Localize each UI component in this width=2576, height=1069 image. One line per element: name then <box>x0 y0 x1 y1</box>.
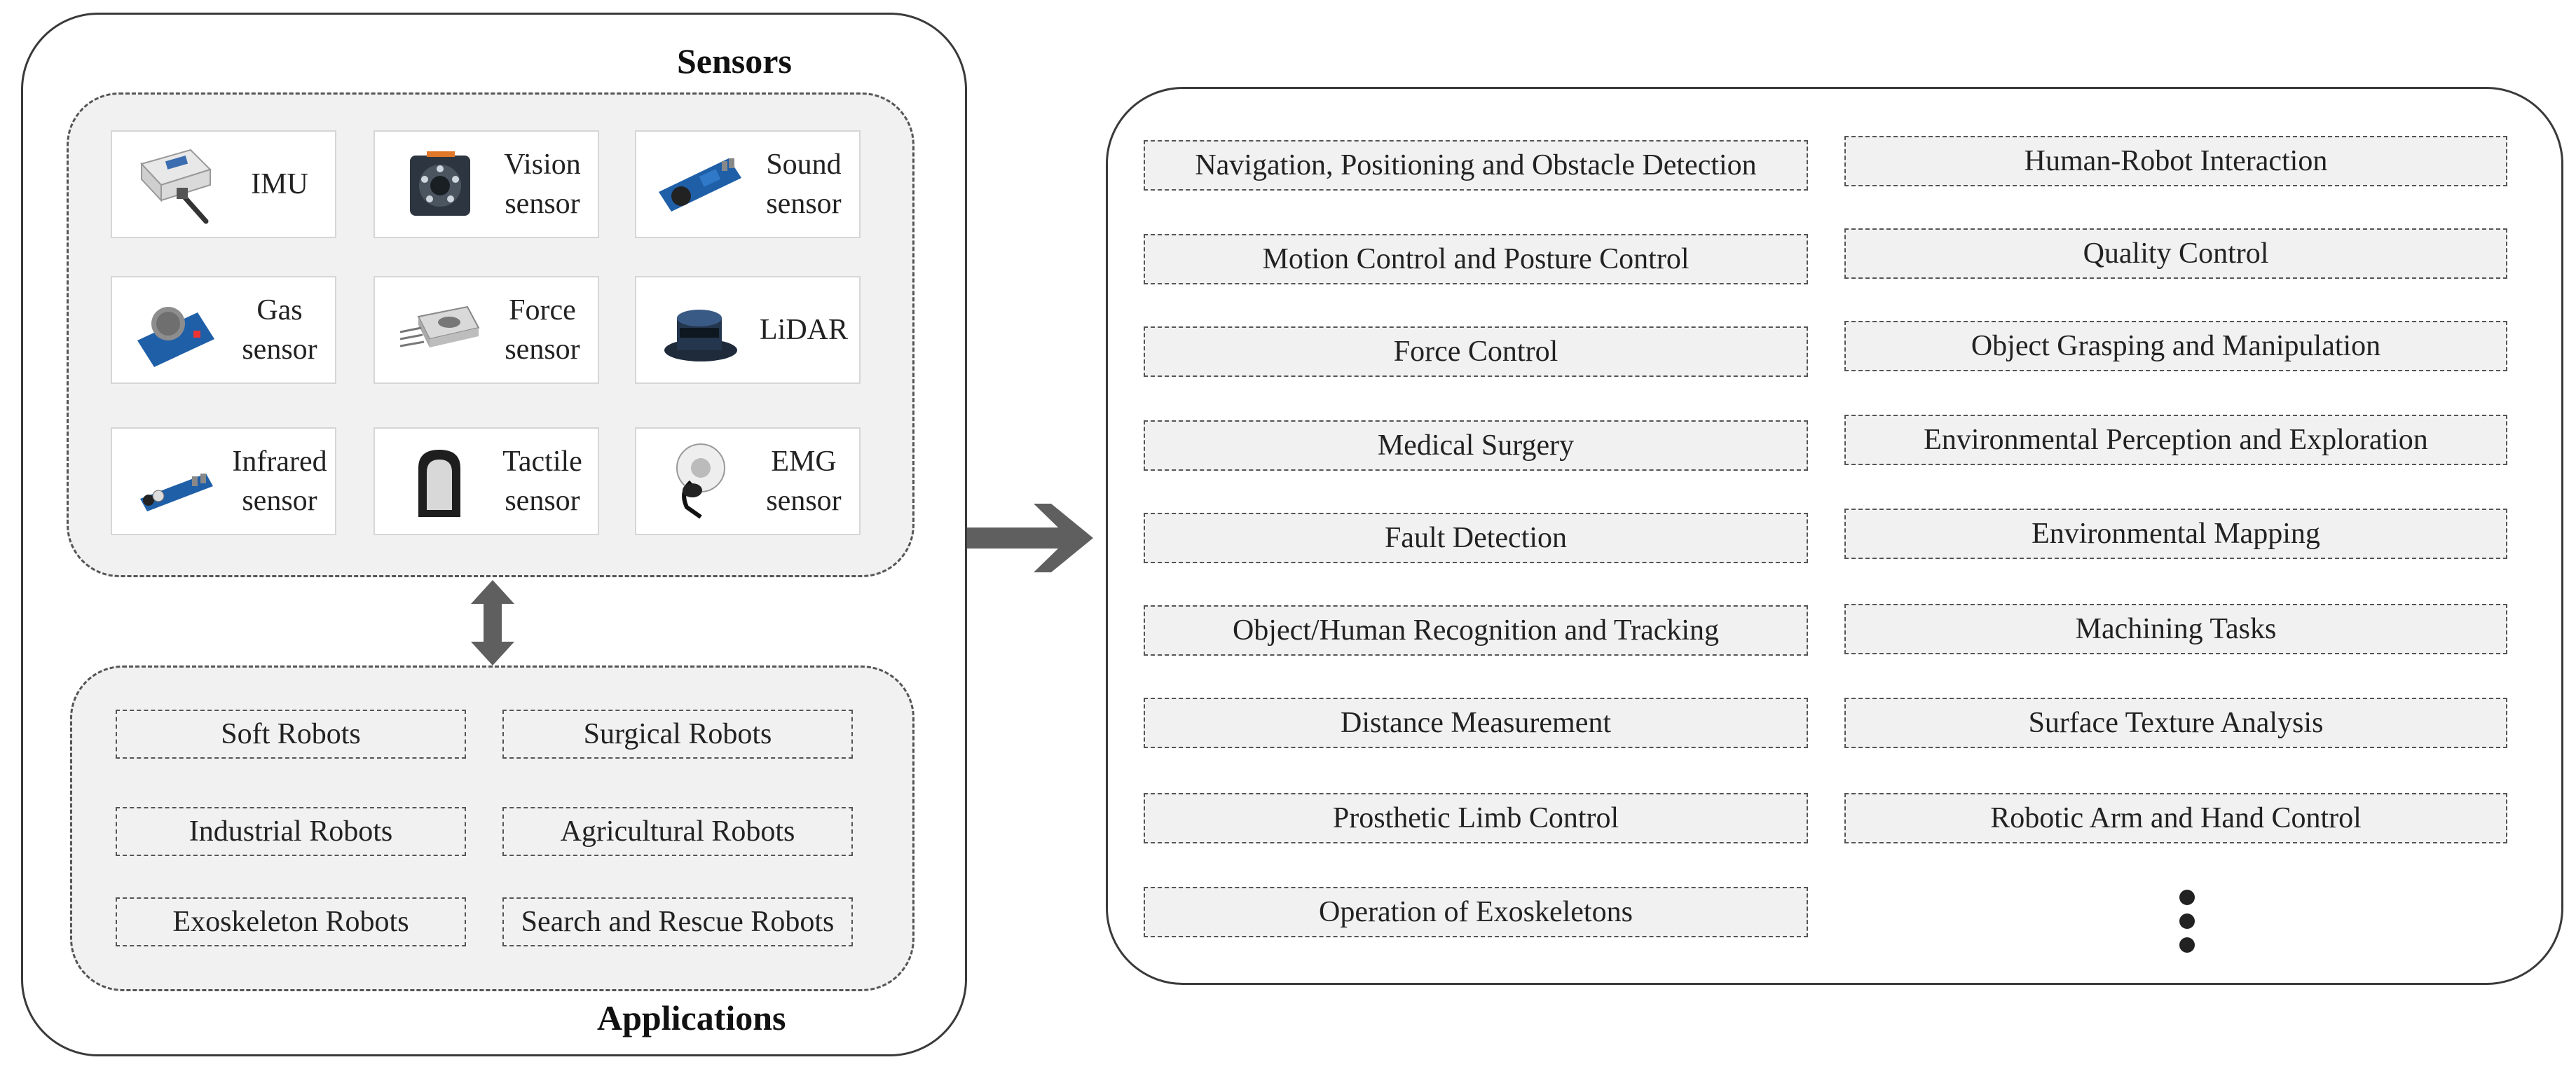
sensors-title: Sensors <box>677 41 792 81</box>
task-item: Object/Human Recognition and Tracking <box>1144 605 1808 656</box>
task-item: Operation of Exoskeletons <box>1144 887 1808 937</box>
task-item: Robotic Arm and Hand Control <box>1844 793 2507 843</box>
camera-icon <box>410 151 470 216</box>
vertical-ellipsis-icon <box>2179 890 2195 953</box>
task-item: Fault Detection <box>1144 513 1808 563</box>
task-item: Object Grasping and Manipulation <box>1844 321 2507 371</box>
robot-type-item: Industrial Robots <box>116 807 466 856</box>
robot-type-item: Soft Robots <box>116 710 466 759</box>
task-item: Navigation, Positioning and Obstacle Det… <box>1144 140 1808 191</box>
task-item: Surface Texture Analysis <box>1844 698 2507 748</box>
bidirectional-arrow-icon <box>471 580 514 665</box>
sensor-label: IMU <box>251 168 308 200</box>
sound-module-icon <box>659 158 741 212</box>
robot-type-item: Agricultural Robots <box>502 807 853 856</box>
task-item: Environmental Perception and Exploration <box>1844 415 2507 465</box>
task-item: Environmental Mapping <box>1844 509 2507 559</box>
task-item: Medical Surgery <box>1144 420 1808 471</box>
task-item: Motion Control and Posture Control <box>1144 234 1808 284</box>
robot-type-item: Exoskeleton Robots <box>116 897 466 946</box>
sensor-card-lidar: LiDAR <box>635 276 861 384</box>
applications-title: Applications <box>597 998 786 1037</box>
tactile-pad-icon <box>418 450 460 517</box>
ir-module-icon <box>140 474 213 511</box>
sensor-card-imu: IMU <box>111 130 336 238</box>
task-item: Distance Measurement <box>1144 698 1808 748</box>
lidar-icon <box>664 310 737 361</box>
sensor-label: LiDAR <box>760 314 848 346</box>
task-item: Force Control <box>1144 326 1808 377</box>
imu-icon <box>140 149 212 224</box>
gas-module-icon <box>137 307 214 367</box>
load-cell-icon <box>399 305 480 347</box>
emg-electrode-icon <box>676 443 725 519</box>
robot-type-item: Surgical Robots <box>502 710 853 759</box>
task-item: Quality Control <box>1844 228 2507 279</box>
task-item: Human-Robot Interaction <box>1844 136 2507 186</box>
task-item: Prosthetic Limb Control <box>1144 793 1808 843</box>
right-arrow-icon <box>967 504 1093 572</box>
task-item: Machining Tasks <box>1844 604 2507 654</box>
robot-type-item: Search and Rescue Robots <box>502 897 853 946</box>
